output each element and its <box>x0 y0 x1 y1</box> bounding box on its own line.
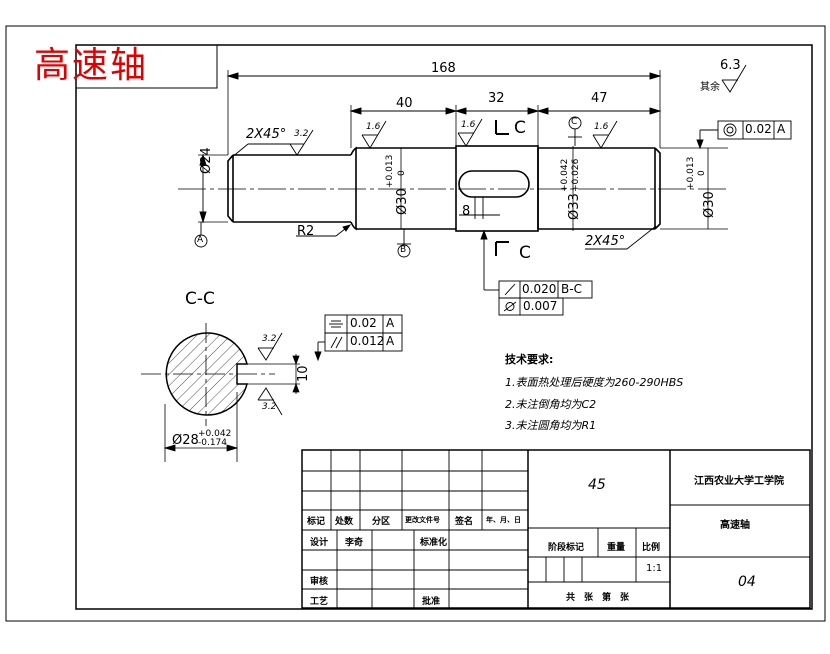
concentricity-datum: A <box>777 122 786 136</box>
roughness-value: 1.6 <box>594 122 609 132</box>
datum-b: B <box>400 245 407 255</box>
tb-designer: 李奇 <box>345 538 364 548</box>
tol-33-upper: +0.042 <box>560 158 570 192</box>
tb-review: 审核 <box>310 577 329 587</box>
tb-material: 45 <box>588 477 606 493</box>
parallelism-value: 0.012 <box>350 334 385 348</box>
dim-len-40: 40 <box>396 96 413 111</box>
roughness-value: 1.6 <box>461 120 476 130</box>
tech-req-item: 2.未注倒角均为C2 <box>505 398 597 411</box>
tb-sheets: 共 张 第 张 <box>566 593 630 603</box>
other-surfaces-label: 其余 <box>700 82 720 93</box>
title-label-box <box>75 44 218 89</box>
tol-section-upper: +0.042 <box>198 429 232 439</box>
datum-a: A <box>197 235 204 245</box>
dim-keyway-width: 8 <box>462 204 471 219</box>
tol-30-left-lower: 0 <box>397 170 407 176</box>
concentricity-value: 0.02 <box>745 122 772 136</box>
shaft-outline <box>227 145 661 232</box>
cylindricity-value: 0.007 <box>523 299 558 313</box>
tol-30-right-lower: 0 <box>697 170 707 176</box>
tb-scale-value: 1:1 <box>646 563 663 574</box>
leaders <box>230 129 718 291</box>
title-block-grid <box>301 449 811 609</box>
tb-weight: 重量 <box>607 543 626 553</box>
section-label-top: C <box>514 118 526 138</box>
symmetry-value: 0.02 <box>350 316 377 330</box>
outer-border <box>5 25 826 622</box>
tb-hdr-doc: 更改文件号 <box>405 516 440 524</box>
dim-len-32: 32 <box>488 91 505 106</box>
symmetry-datum: A <box>386 316 395 330</box>
drawing-title: 高速轴 <box>34 45 149 86</box>
roughness-value: 3.2 <box>262 334 277 344</box>
tb-stage-mark: 阶段标记 <box>548 543 585 553</box>
tb-standardize: 标准化 <box>420 538 448 548</box>
tolerance-frames <box>314 120 792 362</box>
roughness-value: 3.2 <box>262 402 277 412</box>
dim-chamfer-left: 2X45° <box>246 127 287 142</box>
dim-dia-30-left: Ø30 <box>395 188 410 215</box>
tol-30-right-upper: +0.013 <box>686 156 696 190</box>
dim-total-length: 168 <box>431 61 456 76</box>
tol-section-lower: -0.174 <box>198 438 228 448</box>
tb-design-label: 设计 <box>310 538 329 548</box>
dim-chamfer-right: 2X45° <box>585 234 626 249</box>
section-marks <box>495 120 509 256</box>
roughness-symbols <box>257 64 747 416</box>
datum-c: C <box>571 117 578 127</box>
tb-approve: 批准 <box>422 597 441 607</box>
tol-30-left-upper: +0.013 <box>385 154 395 188</box>
parallelism-datum: A <box>386 334 395 348</box>
tb-school: 江西农业大学工学院 <box>694 476 784 487</box>
roughness-value: 1.6 <box>366 122 381 132</box>
dim-dia-24: Ø24 <box>199 147 214 174</box>
runout-value: 0.020 <box>522 282 557 296</box>
dim-section-dia: Ø28 <box>172 433 199 448</box>
tb-process: 工艺 <box>310 597 329 607</box>
tb-hdr-sign: 签名 <box>455 517 474 527</box>
dim-radius: R2 <box>297 224 315 239</box>
runout-datum: B-C <box>561 282 582 296</box>
section-view-title: C-C <box>185 289 215 309</box>
tech-req-heading: 技术要求: <box>505 353 554 366</box>
tol-33-lower: +0.026 <box>571 158 581 192</box>
inner-border <box>75 44 813 610</box>
tb-hdr-count: 处数 <box>335 517 354 527</box>
section-label-bottom: C <box>519 243 531 263</box>
tb-scale-label: 比例 <box>642 543 661 553</box>
tech-req-item: 3.未注圆角均为R1 <box>505 419 597 432</box>
tb-hdr-date: 年、月、日 <box>486 516 521 524</box>
tb-hdr-mark: 标记 <box>307 517 326 527</box>
dim-dia-30-right: Ø30 <box>702 191 717 218</box>
tb-drawing-no: 04 <box>738 574 756 590</box>
other-roughness-value: 6.3 <box>720 58 741 73</box>
tech-req-item: 1.表面热处理后硬度为260-290HBS <box>505 376 684 389</box>
dim-len-47: 47 <box>591 91 608 106</box>
dim-dia-33: Ø33 <box>567 193 582 220</box>
roughness-value: 3.2 <box>294 129 309 139</box>
tb-hdr-zone: 分区 <box>372 517 391 527</box>
dim-section-height: 10 <box>296 365 311 382</box>
tb-part-name: 高速轴 <box>720 520 750 531</box>
datum-symbols <box>194 116 582 258</box>
section-view <box>163 332 300 462</box>
extension-lines <box>198 70 728 231</box>
dimension-lines <box>199 72 662 224</box>
